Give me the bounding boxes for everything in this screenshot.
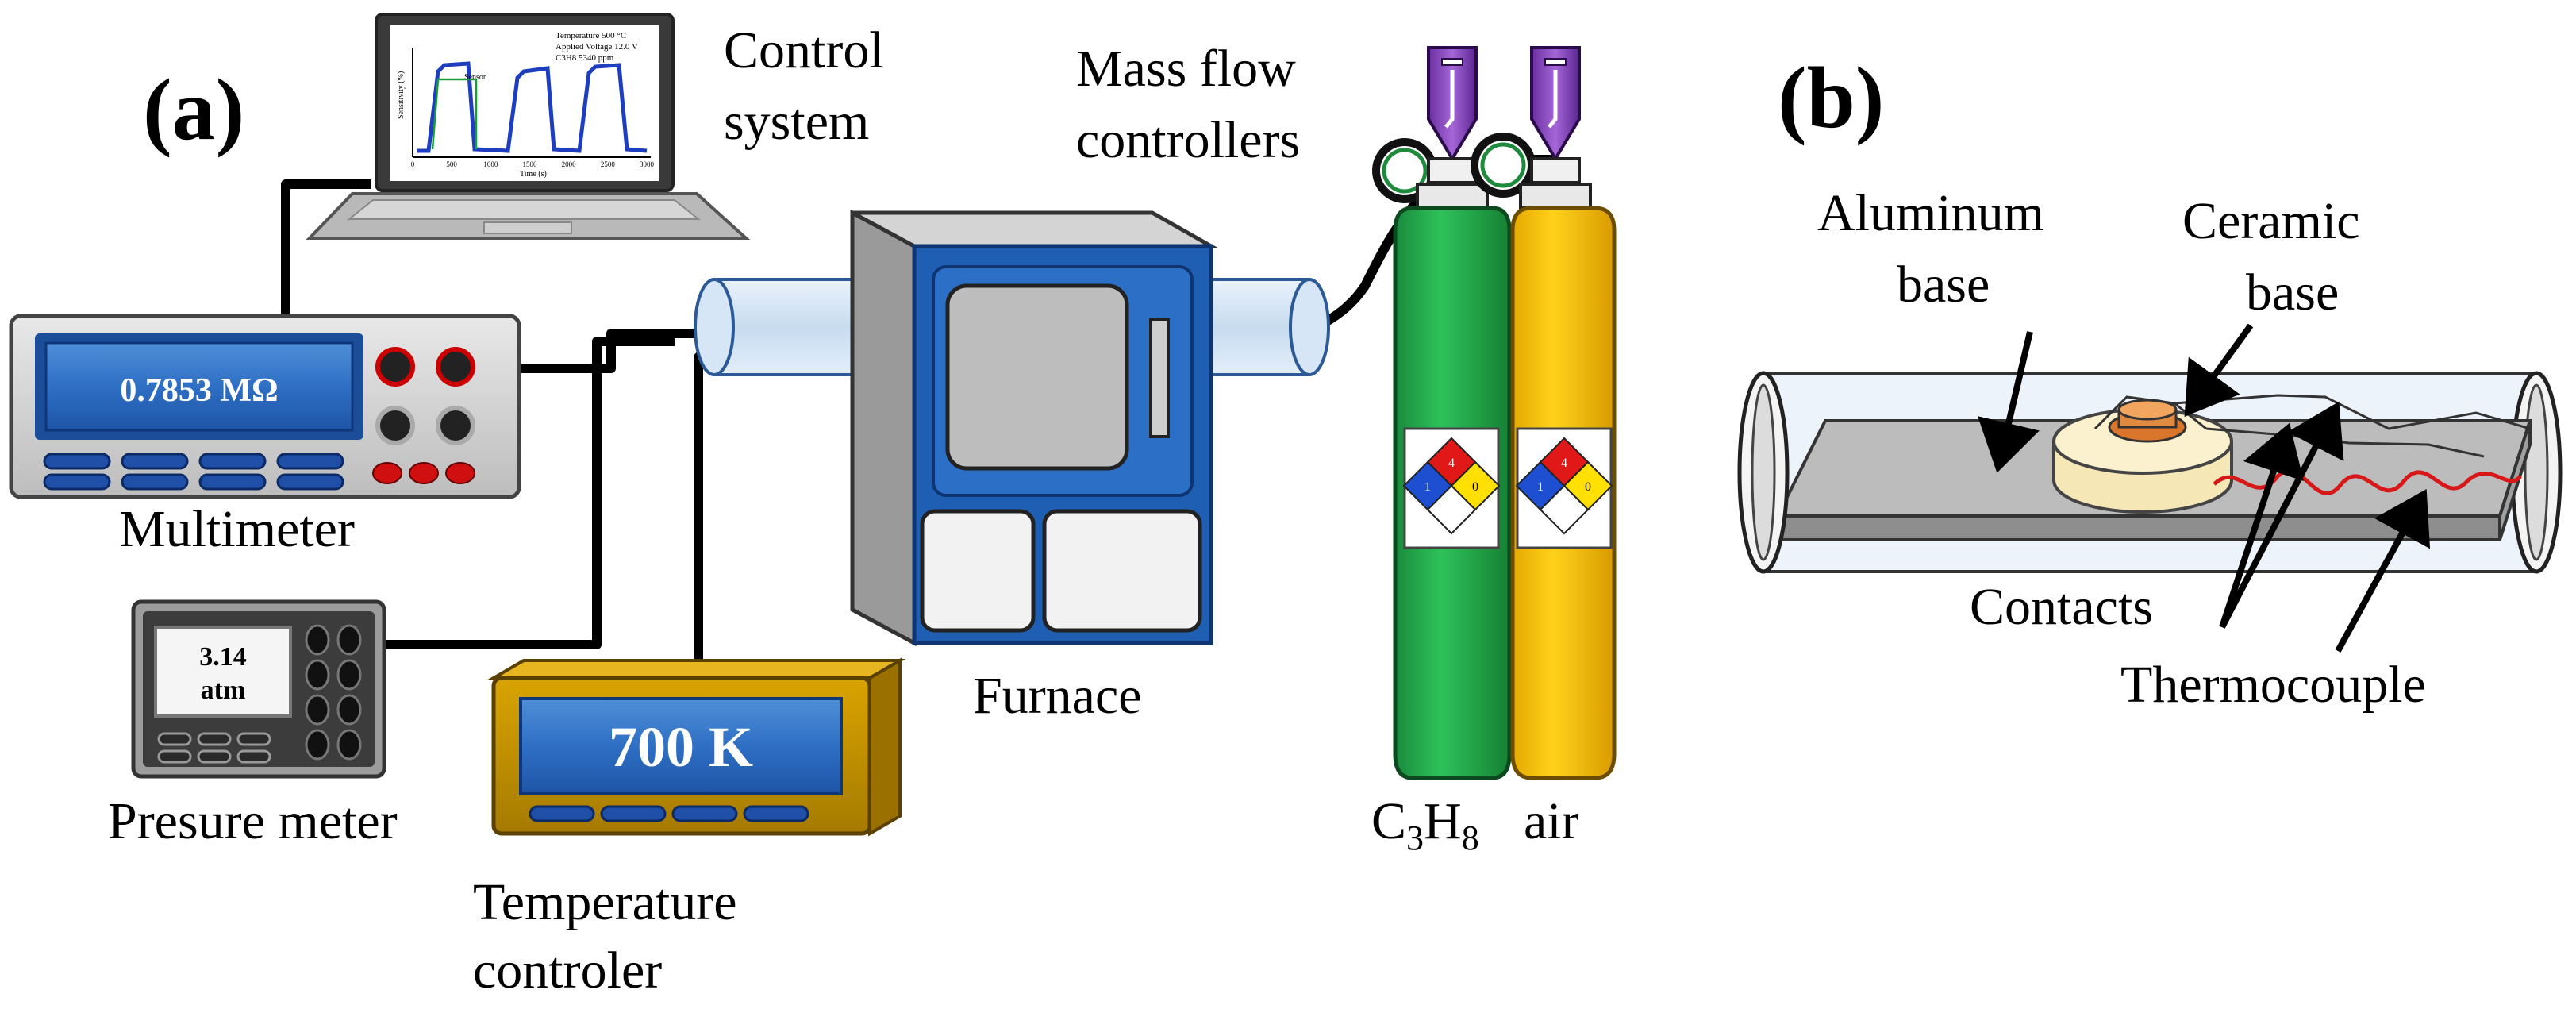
pressure-reading-unit: atm <box>201 676 246 705</box>
ceramic-base-label-line1: Ceramic <box>2182 192 2360 250</box>
screen-inner-label: Sensor <box>464 73 486 82</box>
mass-flow-label-line2: controllers <box>1076 111 1300 169</box>
furnace <box>694 209 1330 647</box>
arrow-aluminum <box>1978 331 2040 473</box>
pressure-reading-value: 3.14 <box>199 642 247 672</box>
furnace-panel-left <box>920 509 1036 633</box>
aluminum-base-label-line1: Aluminum <box>1817 184 2044 242</box>
laptop: Temperature 500 °C Applied Voltage 12.0 … <box>306 13 751 240</box>
laptop-touchpad <box>483 221 572 234</box>
furnace-tube-left <box>713 278 875 376</box>
screen-xtick: 1000 <box>483 160 498 168</box>
multimeter-knob <box>436 347 475 387</box>
panel-b-label: (b) <box>1778 49 1884 146</box>
temperature-controller: 700 K <box>487 657 906 837</box>
temp-controller-buttons <box>529 805 809 822</box>
thermocouple-label: Thermocouple <box>2120 656 2426 714</box>
multimeter-label: Multimeter <box>119 500 355 558</box>
pressure-meter-knobs <box>305 624 362 761</box>
arrow-thermocouple <box>2335 488 2431 653</box>
annotation-arrows <box>1978 323 2431 653</box>
screen-xlabel: Time (s) <box>520 170 547 179</box>
laptop-keyboard <box>347 199 701 220</box>
pressure-meter-buttons <box>157 732 271 764</box>
screen-xtick: 500 <box>446 160 457 168</box>
screen-xtick: 2500 <box>601 160 616 168</box>
furnace-handle <box>1149 318 1170 438</box>
control-system-label-line1: Control <box>724 21 884 79</box>
multimeter-reading: 0.7853 MΩ <box>120 372 278 409</box>
arrow-contact-1 <box>2219 422 2304 629</box>
aluminum-base-label-line2: base <box>1897 256 1990 314</box>
multimeter-display <box>44 341 354 432</box>
hazard-number-top: 4 <box>1448 456 1455 470</box>
hazard-number-top: 4 <box>1561 456 1567 470</box>
pressure-meter-label: Presure meter <box>108 792 398 850</box>
multimeter-red-buttons <box>372 462 475 484</box>
multimeter-buttons <box>43 453 344 491</box>
pressure-meter-display <box>154 626 292 718</box>
screen-xtick: 2000 <box>562 160 577 168</box>
multimeter-knob <box>436 406 475 445</box>
mass-flow-label-line1: Mass flow <box>1076 40 1296 98</box>
laptop-screen-chart: Temperature 500 °C Applied Voltage 12.0 … <box>397 31 655 179</box>
furnace-side <box>850 209 917 647</box>
screen-xtick: 3000 <box>640 160 655 168</box>
furnace-panel-right <box>1042 509 1202 633</box>
furnace-window <box>945 283 1129 471</box>
hazard-number-right: 0 <box>1472 480 1478 494</box>
panel-a-label: (a) <box>143 61 244 158</box>
hazard-number-right: 0 <box>1585 480 1591 494</box>
multimeter-knob <box>375 347 415 387</box>
screen-legend-3: C3H8 5340 ppm <box>556 53 614 63</box>
ceramic-base-label-line2: base <box>2246 264 2339 322</box>
arrow-contact-2 <box>2219 401 2344 629</box>
hazard-number-left: 1 <box>1537 480 1544 494</box>
cylinder-label-c3h8: C3H8 <box>1371 792 1479 857</box>
contacts-label: Contacts <box>1970 578 2153 636</box>
cylinder-label-air: air <box>1524 792 1579 850</box>
screen-xtick: 0 <box>411 160 415 168</box>
multimeter-knob <box>375 406 415 445</box>
screen-xtick: 1500 <box>523 160 538 168</box>
control-system-label-line2: system <box>724 93 869 151</box>
screen-ylabel: Sensitivity (%) <box>397 71 406 119</box>
hazard-number-left: 1 <box>1424 480 1431 494</box>
sensor-chamber <box>1737 371 2563 574</box>
temperature-controller-label-line1: Temperature <box>473 873 737 931</box>
furnace-label: Furnace <box>973 667 1142 725</box>
screen-legend-1: Temperature 500 °C <box>556 31 626 40</box>
screen-legend-2: Applied Voltage 12.0 V <box>556 42 638 52</box>
multimeter: 0.7853 MΩ <box>9 314 521 499</box>
hazard-diamond-left: 4 1 0 <box>1402 437 1501 535</box>
temp-controller-display <box>519 697 843 795</box>
furnace-top <box>851 210 1219 248</box>
screen-xticks: 0 500 1000 1500 2000 2500 3000 <box>411 160 655 168</box>
temperature-reading: 700 K <box>609 715 753 779</box>
arrow-ceramic <box>2184 323 2254 417</box>
temperature-controller-label-line2: controler <box>473 942 662 999</box>
pressure-meter: 3.14 atm <box>131 599 386 779</box>
hazard-diamond-right: 4 1 0 <box>1515 437 1613 535</box>
